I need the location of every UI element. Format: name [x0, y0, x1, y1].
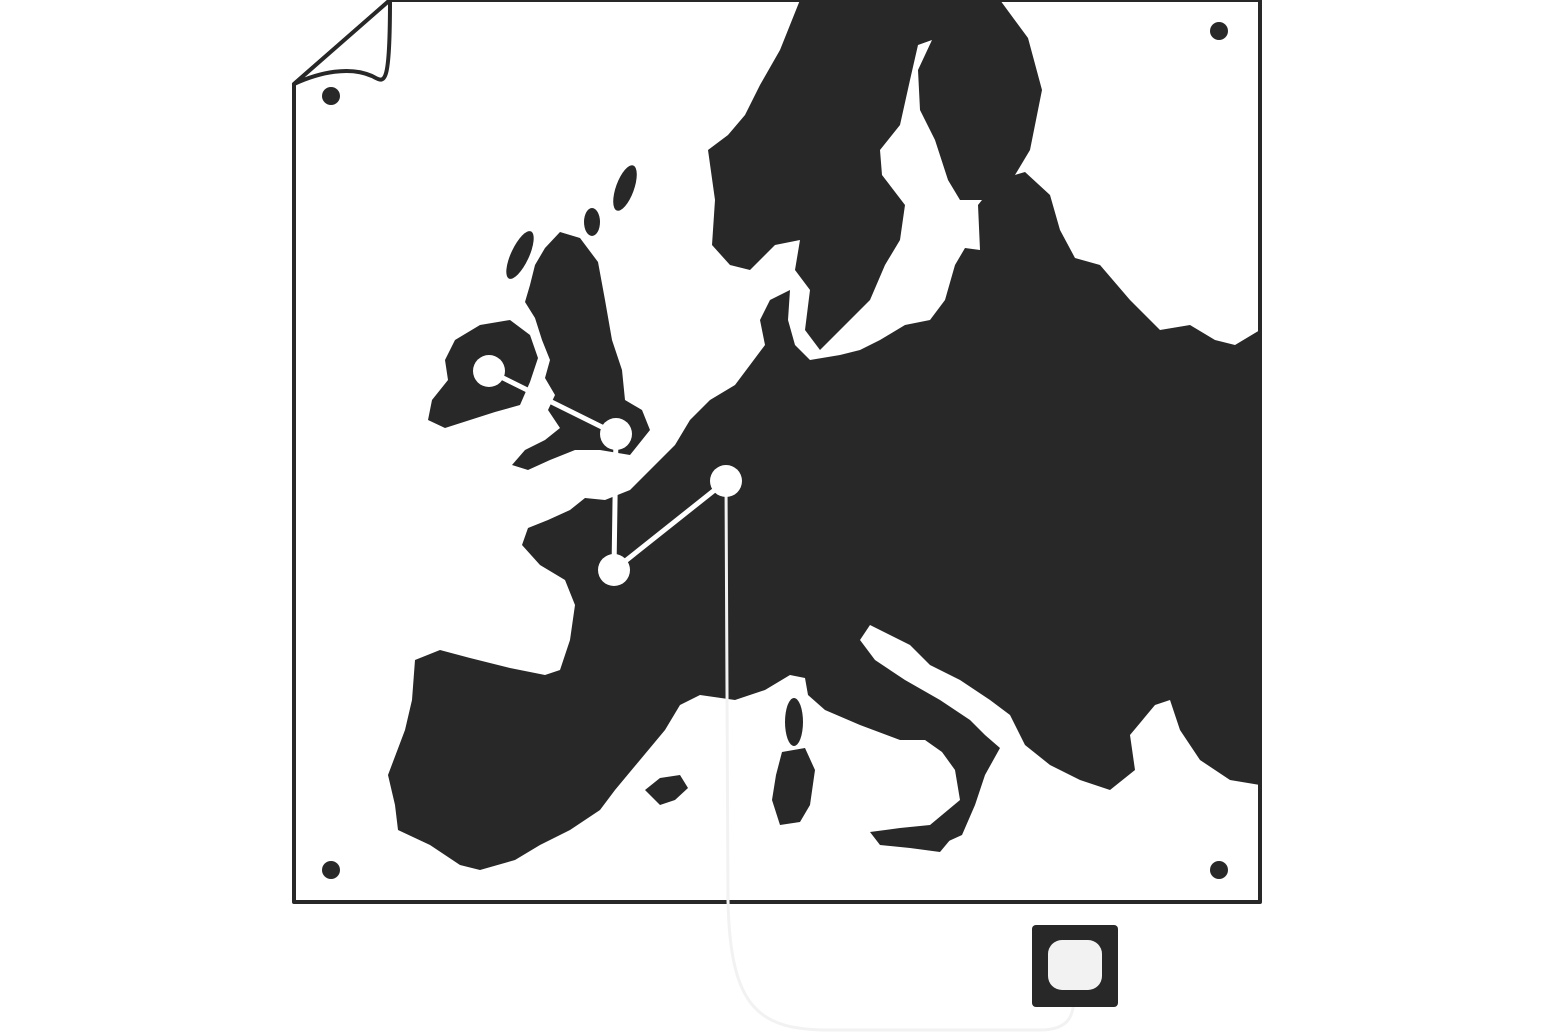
- power-outlet-icon: [1032, 925, 1118, 1007]
- route-node-france: [598, 554, 630, 586]
- route-nodes: [473, 355, 742, 586]
- route-node-britain: [600, 418, 632, 450]
- folded-corner-icon: [292, 0, 392, 86]
- orkney-island: [613, 165, 637, 211]
- corsica-island: [785, 698, 803, 746]
- sardinia-island: [772, 748, 815, 825]
- balearic-island: [645, 775, 688, 805]
- pin-icon: [1210, 22, 1228, 40]
- continent-landmass: [388, 172, 1260, 870]
- pin-icon: [322, 87, 340, 105]
- plug-cable-icon: [724, 479, 1076, 1032]
- pins: [322, 22, 1228, 879]
- great-britain-landmass: [512, 232, 650, 470]
- route-node-germany: [710, 465, 742, 497]
- route-segment: [611, 431, 619, 573]
- route-lines: [486, 368, 729, 573]
- pin-icon: [1210, 861, 1228, 879]
- route-segment: [611, 478, 729, 573]
- scandinavia-landmass: [708, 0, 1042, 350]
- skye-island: [506, 231, 534, 279]
- sicily-island: [870, 825, 950, 852]
- route-node-ireland: [473, 355, 505, 387]
- route-segment: [486, 368, 619, 437]
- hebrides-island: [584, 208, 600, 236]
- pin-icon: [322, 861, 340, 879]
- map-land: [388, 0, 1260, 870]
